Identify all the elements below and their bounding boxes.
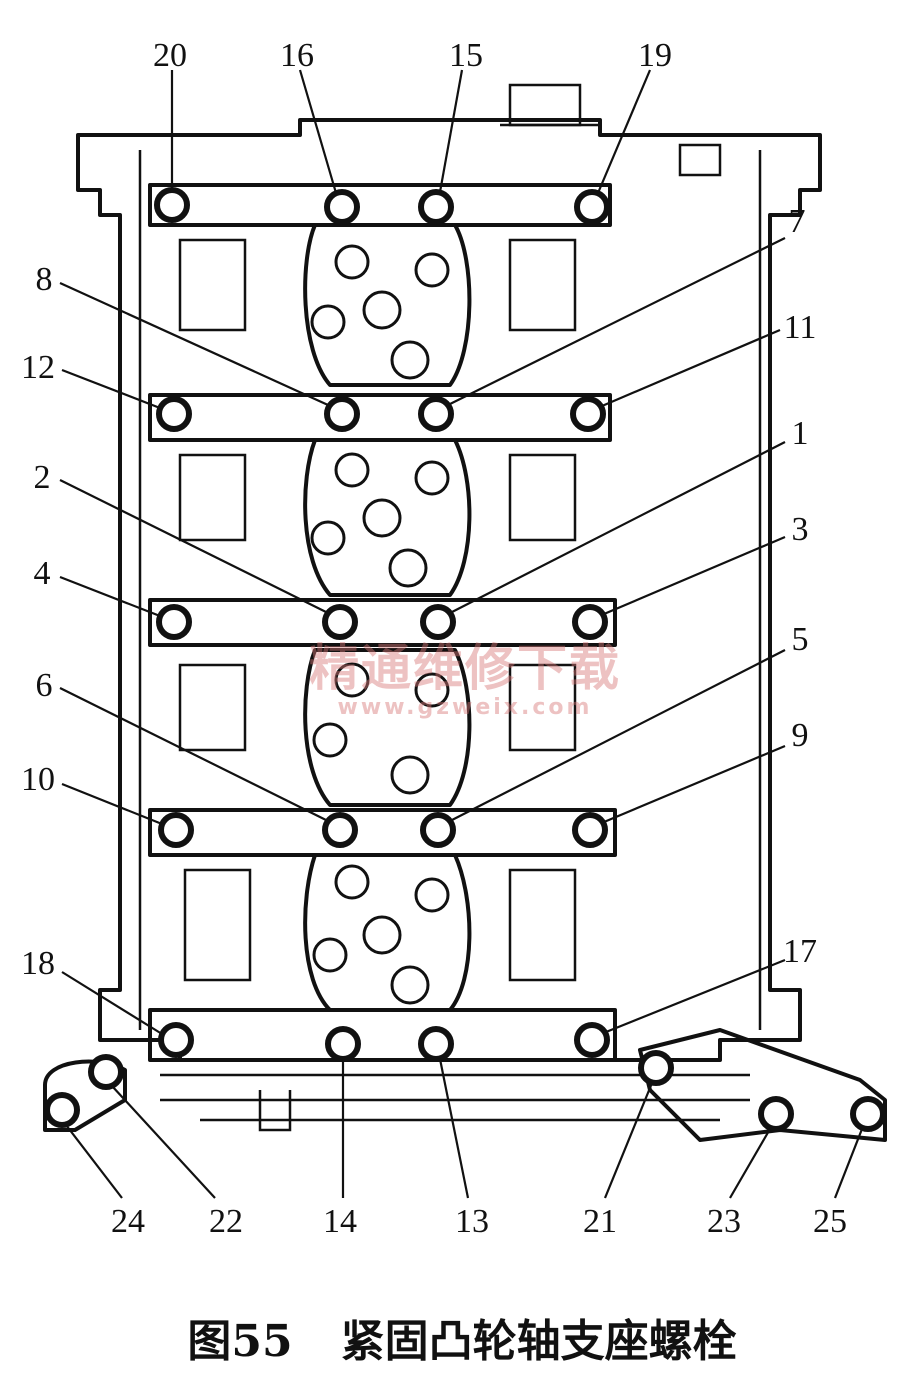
figure-number: 图55 xyxy=(187,1316,293,1367)
bolt-13: 13 xyxy=(418,1026,489,1240)
bearing-cap-row-1 xyxy=(148,183,612,332)
figure-caption: 图55 紧固凸轮轴支座螺栓 xyxy=(0,1312,924,1372)
bolt-5: 5 xyxy=(420,621,809,848)
bolt-3: 3 xyxy=(572,511,809,640)
engine-head-drawing: 20 16 15 19 7 8 11 12 1 xyxy=(21,37,887,1240)
callout-label-11: 11 xyxy=(784,309,817,346)
bolt-10: 10 xyxy=(21,761,194,848)
bearing-cap-row-2 xyxy=(148,393,612,542)
callout-label-15: 15 xyxy=(449,37,483,74)
bearing-cap-row-4 xyxy=(148,808,617,982)
callout-label-14: 14 xyxy=(323,1203,357,1240)
bolt-2: 2 xyxy=(34,459,358,640)
callout-label-4: 4 xyxy=(34,555,51,592)
callout-label-16: 16 xyxy=(280,37,314,74)
bolt-6: 6 xyxy=(36,667,358,848)
bearing-cap-row-5 xyxy=(148,1008,617,1062)
callout-label-1: 1 xyxy=(792,415,809,452)
bolt-15: 15 xyxy=(418,37,483,225)
callout-label-21: 21 xyxy=(583,1203,617,1240)
bolt-20: 20 xyxy=(153,37,190,223)
callout-label-19: 19 xyxy=(638,37,672,74)
bolt-22: 22 xyxy=(88,1054,243,1240)
bolt-19: 19 xyxy=(574,37,672,225)
bolt-16: 16 xyxy=(280,37,360,225)
callout-label-3: 3 xyxy=(792,511,809,548)
callout-label-17: 17 xyxy=(783,933,817,970)
callout-label-13: 13 xyxy=(455,1203,489,1240)
callout-label-7: 7 xyxy=(789,203,806,240)
bolt-21: 21 xyxy=(583,1050,674,1240)
callout-label-20: 20 xyxy=(153,37,187,74)
callout-label-6: 6 xyxy=(36,667,53,704)
bearing-cap-row-3 xyxy=(148,598,617,752)
bolt-4: 4 xyxy=(34,555,192,640)
cylinder-head-outline xyxy=(76,83,822,1132)
central-housing xyxy=(303,223,472,1012)
callout-label-18: 18 xyxy=(21,945,55,982)
callout-label-8: 8 xyxy=(36,261,53,298)
callout-label-10: 10 xyxy=(21,761,55,798)
callout-label-12: 12 xyxy=(21,349,55,386)
callout-label-24: 24 xyxy=(111,1203,145,1240)
callout-label-5: 5 xyxy=(792,621,809,658)
bolt-23: 23 xyxy=(707,1096,794,1240)
bolt-17: 17 xyxy=(574,933,817,1058)
bolt-18: 18 xyxy=(21,945,194,1058)
bolt-25: 25 xyxy=(813,1096,886,1240)
callout-label-9: 9 xyxy=(792,717,809,754)
bolt-12: 12 xyxy=(21,349,192,432)
bolt-9: 9 xyxy=(572,717,809,848)
bolt-11: 11 xyxy=(570,309,817,432)
callout-label-23: 23 xyxy=(707,1203,741,1240)
callout-label-2: 2 xyxy=(34,459,51,496)
bolt-1: 1 xyxy=(420,415,809,640)
callout-label-25: 25 xyxy=(813,1203,847,1240)
bolt-7: 7 xyxy=(418,203,806,432)
callout-label-22: 22 xyxy=(209,1203,243,1240)
camshaft-bearing-cap-diagram: 20 16 15 19 7 8 11 12 1 xyxy=(21,37,887,1240)
bolt-14: 14 xyxy=(323,1026,361,1240)
bolt-8: 8 xyxy=(36,261,360,432)
figure-title: 紧固凸轮轴支座螺栓 xyxy=(340,1316,737,1367)
bolt-24: 24 xyxy=(44,1092,145,1240)
